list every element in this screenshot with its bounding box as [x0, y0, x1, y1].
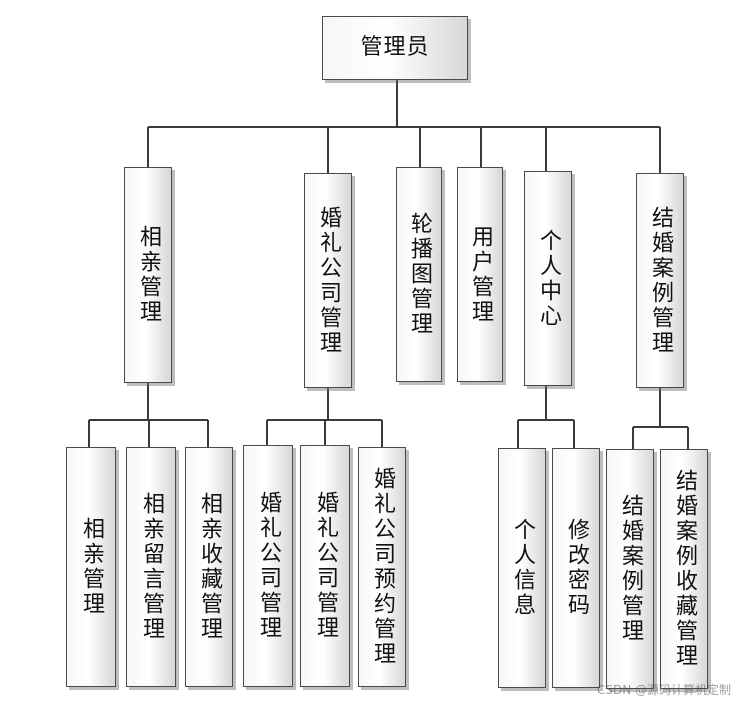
- module-node-wedding-cases: 结婚案例管理: [636, 173, 684, 388]
- module-node-label: 结婚案例管理: [648, 205, 673, 356]
- watermark-text: CSDN @源码计算机定制: [596, 683, 731, 697]
- child-node-wedding-company-management-2: 婚礼公司管理: [300, 445, 350, 687]
- module-node-wedding-company: 婚礼公司管理: [304, 173, 352, 388]
- child-node-matchmaking-management: 相亲管理: [66, 447, 116, 687]
- child-node-label: 个人信息: [510, 518, 535, 618]
- module-node-label: 相亲管理: [136, 225, 161, 325]
- module-node-users: 用户管理: [457, 167, 503, 382]
- child-node-label: 结婚案例管理: [618, 494, 643, 644]
- child-node-matchmaking-messages: 相亲留言管理: [126, 447, 176, 687]
- child-node-label: 相亲收藏管理: [197, 492, 222, 642]
- module-node-label: 个人中心: [536, 228, 561, 329]
- child-node-label: 婚礼公司管理: [256, 491, 281, 641]
- child-node-change-password: 修改密码: [552, 448, 600, 688]
- module-node-label: 用户管理: [468, 224, 493, 325]
- child-node-label: 婚礼公司预约管理: [370, 467, 395, 667]
- module-node-matchmaking: 相亲管理: [124, 167, 172, 383]
- module-node-carousel: 轮播图管理: [396, 167, 442, 382]
- child-node-wedding-case-favorites: 结婚案例收藏管理: [660, 449, 708, 689]
- child-node-wedding-company-management-1: 婚礼公司管理: [243, 445, 293, 687]
- module-node-label: 婚礼公司管理: [316, 205, 341, 356]
- root-node-label: 管理员: [360, 35, 430, 60]
- child-node-label: 相亲管理: [79, 517, 104, 617]
- child-node-label: 婚礼公司管理: [313, 491, 338, 641]
- module-node-personal-center: 个人中心: [524, 171, 572, 386]
- root-node-admin: 管理员: [322, 16, 468, 80]
- child-node-personal-info: 个人信息: [498, 448, 546, 688]
- child-node-wedding-case-management: 结婚案例管理: [606, 449, 654, 689]
- module-node-label: 轮播图管理: [407, 212, 432, 337]
- child-node-label: 相亲留言管理: [139, 492, 164, 642]
- child-node-label: 修改密码: [564, 518, 589, 618]
- child-node-label: 结婚案例收藏管理: [672, 469, 697, 669]
- child-node-matchmaking-favorites: 相亲收藏管理: [185, 447, 233, 687]
- child-node-wedding-company-reservations: 婚礼公司预约管理: [358, 447, 406, 687]
